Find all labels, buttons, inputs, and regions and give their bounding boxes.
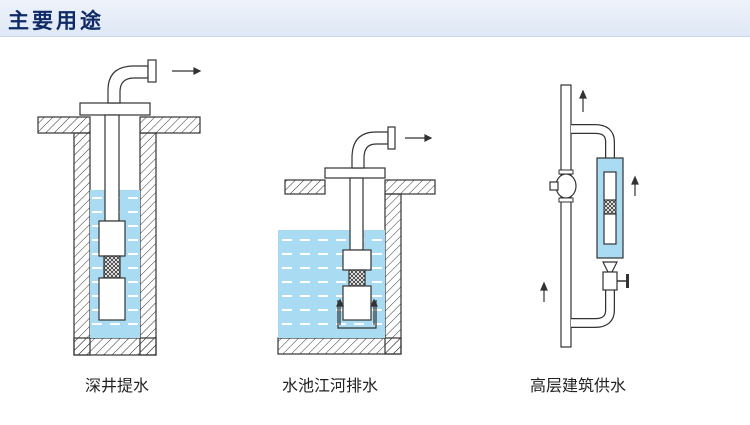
pool-ground-left (284, 179, 326, 195)
pool-ground-right (384, 179, 436, 195)
outlet-flange (147, 59, 157, 83)
panel-highrise-supply (540, 84, 639, 348)
main-up-arrow-top (579, 89, 587, 112)
gate-valve-flange-top (558, 169, 574, 175)
pool-pump-motor (342, 285, 372, 321)
gate-valve (555, 173, 577, 199)
lower-valve-wheel (626, 274, 629, 288)
pump-motor (98, 277, 126, 321)
pool-pump-upper (342, 249, 372, 271)
flow-arrow (172, 67, 202, 75)
caption-pool-drainage: 水池江河排水 (282, 376, 379, 395)
gate-valve-flange-bot (558, 197, 574, 203)
ground-right (139, 116, 201, 134)
lower-valve (602, 261, 618, 273)
section-header: 主要用途 (0, 0, 750, 37)
well-bottom (73, 337, 157, 356)
pump-screen (103, 255, 121, 279)
caption-highrise-supply: 高层建筑供水 (530, 376, 627, 395)
lower-valve-body (602, 271, 618, 291)
pool-bottom (277, 337, 402, 355)
ground-left (37, 116, 91, 134)
section-title: 主要用途 (8, 9, 104, 33)
main-pipe (560, 84, 572, 348)
outlet-elbow (107, 65, 149, 104)
gate-valve-stem (549, 181, 559, 191)
pool-wall-right (384, 193, 402, 355)
pool-up-arrows (336, 298, 378, 325)
booster-pump-lower (603, 213, 617, 245)
well-head-plate (79, 102, 151, 116)
pool-jacket (337, 300, 377, 329)
caption-deep-well: 深井提水 (85, 376, 150, 395)
panel-pool-drainage (277, 126, 436, 355)
main-up-arrow-bottom (540, 281, 548, 302)
pool-pump-screen (348, 269, 366, 287)
pool-outlet-flange (387, 126, 396, 150)
pool-outlet-elbow (351, 131, 389, 169)
pool-head-plate (324, 167, 386, 179)
pump-body (98, 220, 126, 257)
booster-pump-upper (603, 171, 617, 201)
pool-flow-arrow (405, 134, 433, 142)
well-wall-left (73, 132, 91, 356)
bypass-loop-inner (571, 125, 614, 158)
booster-pump-screen (603, 199, 617, 215)
bypass-loop-bottom-inner (571, 290, 614, 327)
riser-pipe (104, 114, 120, 222)
tank-up-arrow-right (631, 175, 639, 196)
well-wall-right (139, 132, 157, 356)
pool-riser-pipe (349, 177, 364, 251)
panel-deep-well (37, 59, 202, 356)
pool-water (278, 230, 385, 338)
